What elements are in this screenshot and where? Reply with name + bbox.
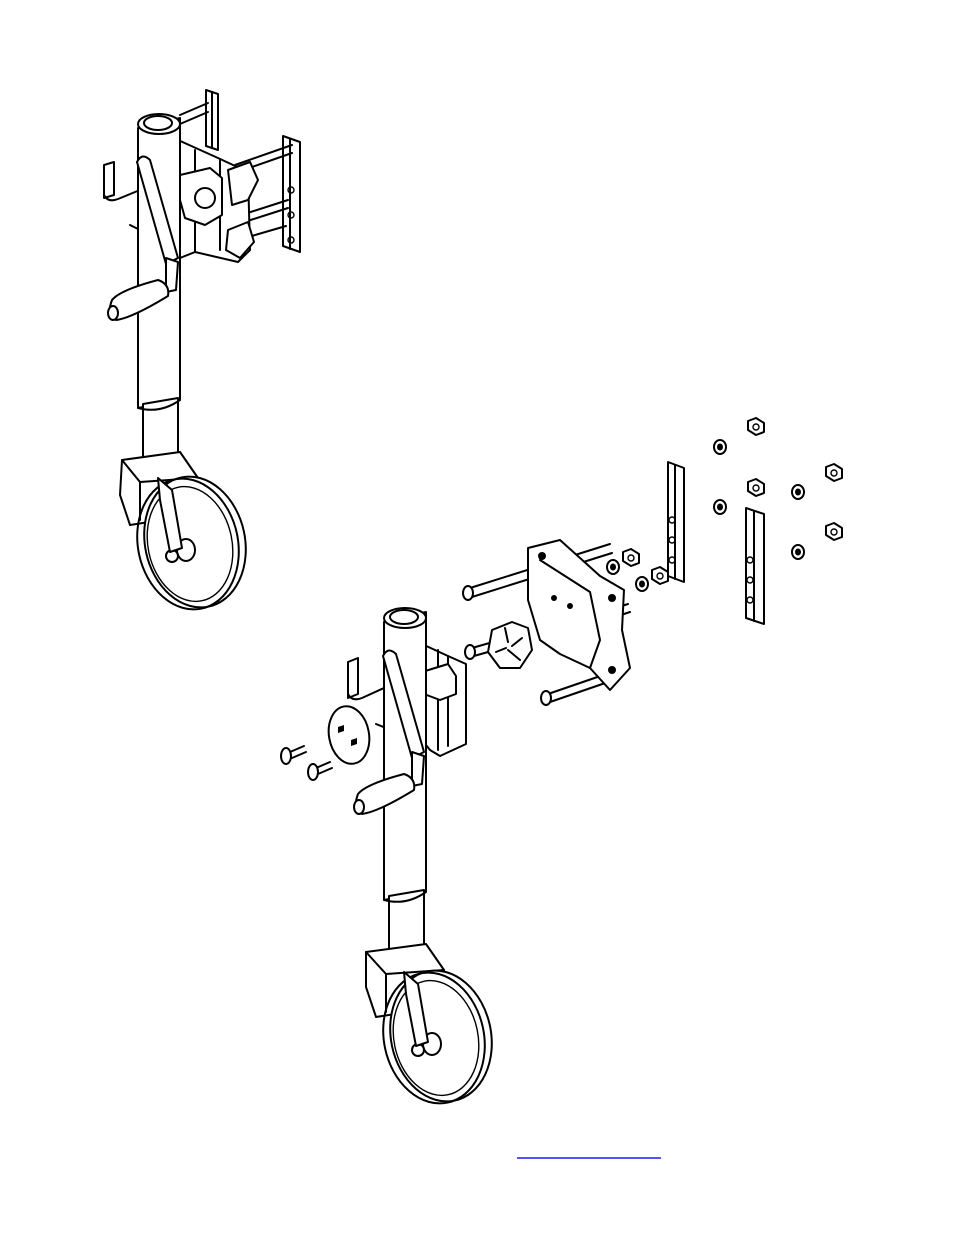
exploded-jack xyxy=(281,418,842,1113)
round-disc xyxy=(324,703,373,767)
assembled-jack xyxy=(104,90,300,619)
tube-bracket xyxy=(422,644,466,756)
small-bolts xyxy=(281,746,332,780)
assembled-swivel-pin xyxy=(104,162,140,230)
footer-link[interactable] xyxy=(517,1140,661,1158)
hex-nuts xyxy=(623,418,842,584)
assembled-bracket xyxy=(178,140,258,262)
washers xyxy=(607,440,804,591)
star-disc xyxy=(488,622,532,668)
